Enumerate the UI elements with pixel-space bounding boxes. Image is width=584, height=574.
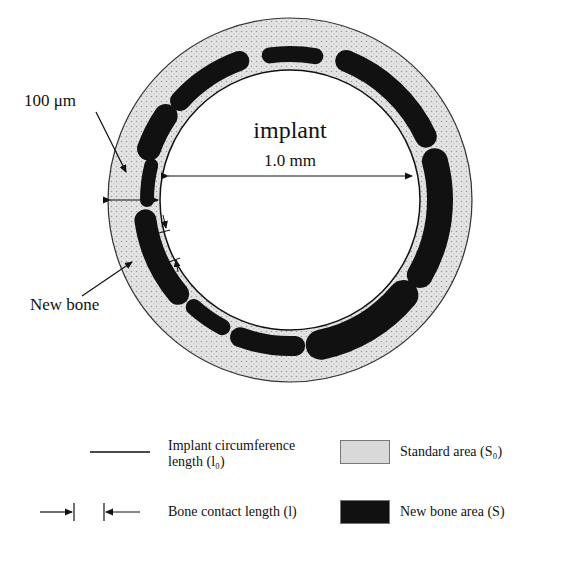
new-bone bbox=[194, 307, 223, 327]
contact-arrow bbox=[163, 215, 166, 228]
dimension-label: 1.0 mm bbox=[262, 152, 318, 171]
leader-line bbox=[82, 262, 132, 296]
contact-sample bbox=[73, 503, 74, 521]
implant-outline bbox=[160, 70, 420, 330]
implant-node: implant bbox=[160, 70, 420, 330]
new-bone bbox=[147, 165, 151, 200]
contact-sample bbox=[40, 511, 72, 512]
legend-swatch bbox=[340, 500, 390, 524]
diameter-dimension bbox=[168, 175, 412, 176]
legend-text: Standard area (S₀) bbox=[400, 444, 570, 460]
legend-text: Bone contact length (l) bbox=[168, 504, 328, 520]
implant-circle bbox=[160, 70, 420, 330]
circumference-sample bbox=[90, 451, 150, 453]
contact-tick bbox=[148, 230, 170, 236]
new-bone bbox=[240, 337, 295, 346]
new-bone-blobs bbox=[145, 54, 440, 346]
node-label: implant bbox=[253, 117, 326, 143]
ring-width-dimension bbox=[110, 199, 158, 200]
new-bone bbox=[420, 161, 440, 275]
contact-arrow bbox=[176, 260, 178, 272]
new-bone bbox=[149, 116, 166, 149]
legend-text: Implant circumference length (l₀) bbox=[168, 438, 318, 470]
new-bone bbox=[270, 54, 316, 56]
standard-area-ring bbox=[108, 18, 472, 382]
contact-sample bbox=[103, 503, 104, 521]
legend-text: New bone area (S) bbox=[400, 504, 570, 520]
legend-swatch bbox=[340, 440, 390, 464]
dimension-label: 100 μm bbox=[22, 92, 78, 111]
leader-line bbox=[96, 112, 126, 172]
contact-sample bbox=[106, 511, 140, 512]
part-label: New bone bbox=[28, 296, 101, 315]
